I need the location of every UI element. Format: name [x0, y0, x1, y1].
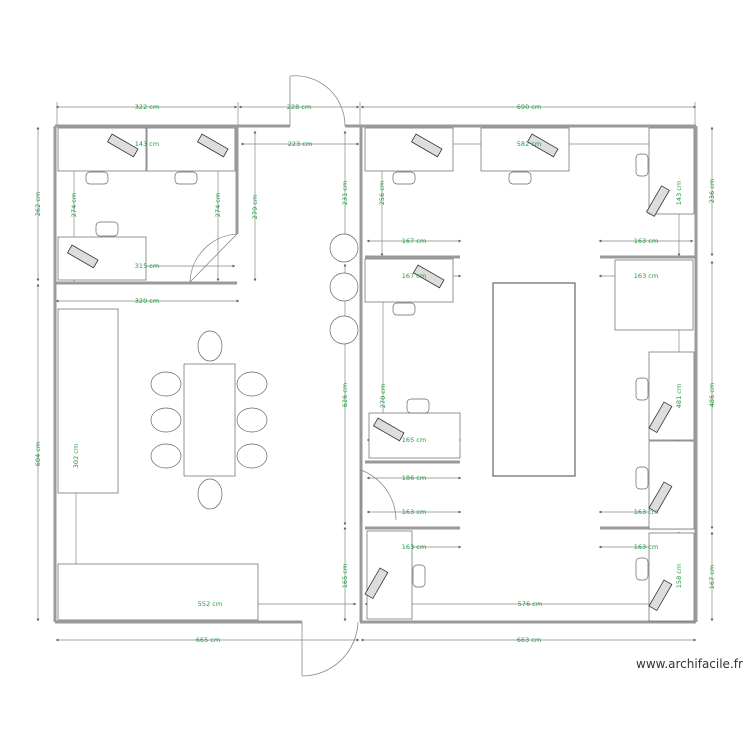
furniture — [57, 127, 695, 622]
dim-corridor-mid: 626 cm — [341, 383, 349, 407]
desk-a3 — [57, 236, 147, 281]
credit-text: www.archifacile.fr — [636, 657, 743, 671]
dim-corridor-lower: 165 cm — [341, 564, 349, 588]
dim-open-left-desk: 256 cm — [378, 181, 386, 205]
dim-top-door: 228 cm — [287, 103, 311, 111]
dim-corridor-upper: 231 cm — [341, 181, 349, 205]
dim-left-lower: 604 cm — [34, 442, 42, 466]
dim-bottom-left: 665 cm — [196, 636, 220, 644]
dim-bottom-right: 663 cm — [517, 636, 541, 644]
dim-right-desk-a: 143 cm — [675, 181, 683, 205]
central-table — [492, 282, 576, 477]
dim-open-right-163d: 163 cm — [402, 543, 426, 551]
dim-office-a-left: 274 cm — [70, 193, 78, 217]
cabinet-right — [614, 259, 694, 331]
dim-open-bottom: 576 cm — [518, 600, 542, 608]
dim-corridor-top: 223 cm — [288, 140, 312, 148]
desk-o6 — [366, 530, 413, 620]
dimension-labels: 322 cm 228 cm 690 cm 665 cm 663 cm 262 c… — [34, 103, 716, 644]
dim-open-right-163a: 163 cm — [634, 237, 658, 245]
sideboard — [57, 563, 259, 621]
dim-open-right-163b: 163 cm — [634, 272, 658, 280]
desk-a1 — [57, 127, 147, 172]
dim-top-right: 690 cm — [517, 103, 541, 111]
dim-office-a-under: 320 cm — [135, 297, 159, 305]
desk-o8 — [648, 440, 695, 530]
dim-open-left-270: 270 cm — [379, 384, 387, 408]
dim-open-left-167a: 167 cm — [402, 237, 426, 245]
dim-open-right-163e: 163 cm — [634, 508, 658, 516]
dim-meeting-bottom: 552 cm — [198, 600, 222, 608]
dim-open-right-163c: 163 cm — [402, 508, 426, 516]
dim-right-desk-b: 481 cm — [675, 384, 683, 408]
doors — [189, 75, 397, 677]
dim-right-upper: 236 cm — [708, 179, 716, 203]
dim-office-a-bottom: 315 cm — [135, 262, 159, 270]
dim-open-left-186: 186 cm — [402, 474, 426, 482]
dim-open-top: 582 cm — [517, 140, 541, 148]
dim-open-left-165: 165 cm — [402, 436, 426, 444]
dim-right-desk-c: 158 cm — [675, 564, 683, 588]
dim-office-a-top: 143 cm — [135, 140, 159, 148]
dim-top-left: 322 cm — [135, 103, 159, 111]
dim-right-mid: 486 cm — [708, 383, 716, 407]
dim-open-left-167b: 167 cm — [402, 272, 426, 280]
cabinet — [57, 308, 119, 494]
walls — [53, 124, 698, 624]
dim-meeting-length: 302 cm — [72, 444, 80, 468]
dim-office-a-side: 279 cm — [251, 195, 259, 219]
dim-office-a-right: 274 cm — [214, 193, 222, 217]
dim-right-lower: 167 cm — [708, 565, 716, 589]
dim-open-right-163f: 163 cm — [634, 543, 658, 551]
dim-left-upper: 262 cm — [34, 192, 42, 216]
meeting-table — [183, 363, 236, 477]
equipment — [66, 133, 673, 612]
